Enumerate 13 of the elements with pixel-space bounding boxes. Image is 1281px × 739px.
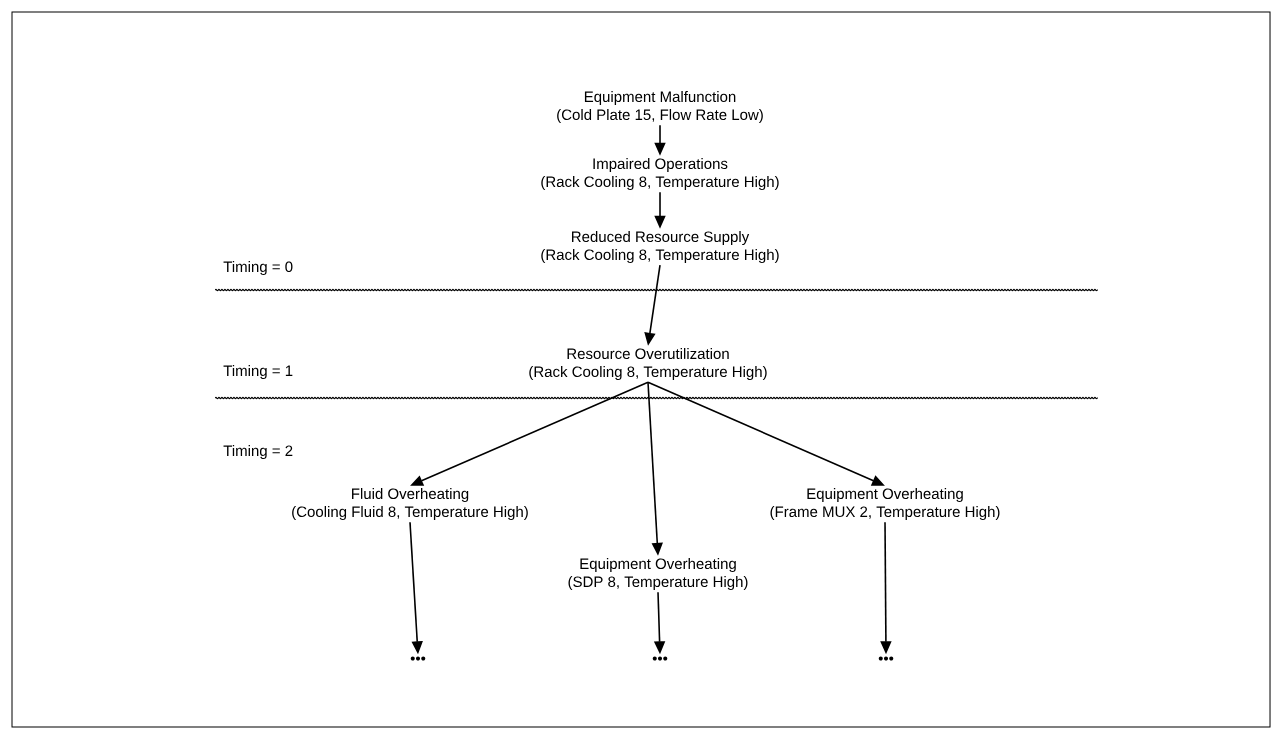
ellipsis-text: ••• (878, 656, 894, 661)
timing-label: Timing = 1 (223, 365, 293, 379)
timing-label: Timing = 0 (223, 261, 293, 275)
event-text: Equipment Overheating (Frame MUX 2, Temperature High) (770, 488, 1000, 520)
event-text: Equipment Overheating (SDP 8, Temperature High) (568, 558, 748, 590)
event-text: Impaired Operations (Rack Cooling 8, Temperature High) (541, 158, 779, 190)
timing-label: Timing = 2 (223, 445, 293, 459)
ellipsis-text: ••• (410, 656, 426, 661)
event-text: Fluid Overheating (Cooling Fluid 8, Temperature High) (292, 488, 528, 520)
event-text: Equipment Malfunction (Cold Plate 15, Flow Rate Low) (557, 91, 763, 123)
event-text: Resource Overutilization (Rack Cooling 8, Temperature High) (529, 348, 767, 380)
ellipsis-text: ••• (652, 656, 668, 661)
event-text: Reduced Resource Supply (Rack Cooling 8, Temperature High) (541, 231, 779, 263)
